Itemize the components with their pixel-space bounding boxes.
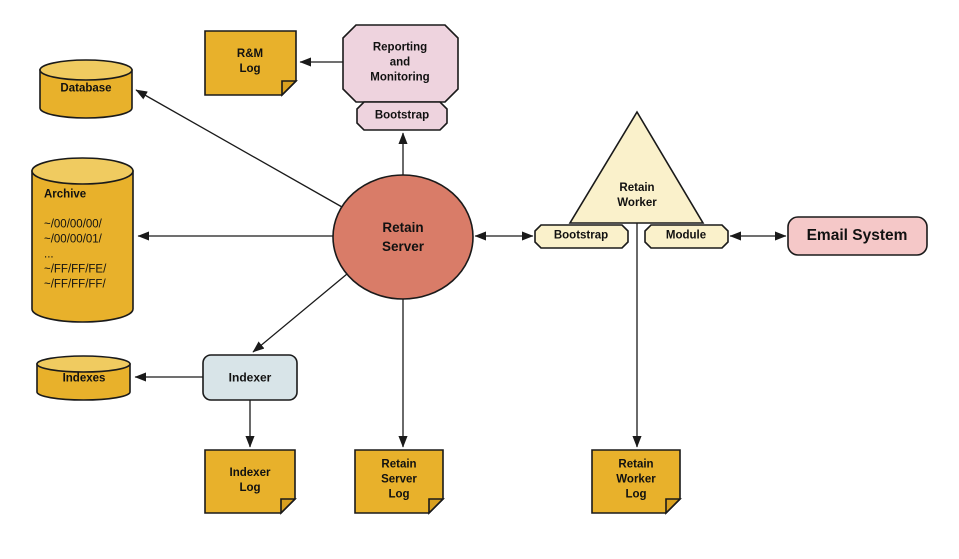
retain-worker-log-note-fold [665,498,682,515]
database-cylinder-body [39,69,133,119]
indexes-cylinder-top [36,355,131,373]
archive-cylinder-top [31,157,134,185]
indexer-log-note [204,449,297,515]
rm-log-note [204,30,298,97]
worker-bootstrap-badge [534,224,629,249]
archive-cylinder-body [31,170,134,323]
arrow-server-to-database [135,89,343,208]
indexer-log-note-fold [280,498,297,515]
retain-server-circle [332,174,474,300]
retain-server-log-note-fold [428,498,445,515]
reporting-bootstrap-badge [356,101,448,131]
reporting-monitoring-shape [342,24,459,103]
indexer-box [202,354,298,401]
database-cylinder [39,59,133,119]
retain-worker-log-note [591,449,682,515]
archive-cylinder [31,157,134,323]
database-cylinder-top [39,59,133,81]
worker-module-badge [644,224,729,249]
arrow-server-to-indexer [252,273,348,353]
rm-log-note-fold [281,80,298,97]
retain-server-log-note [354,449,445,515]
email-system-box [787,216,928,256]
indexes-cylinder-body [36,363,131,401]
indexes-cylinder [36,355,131,401]
retain-worker-triangle [568,110,705,224]
